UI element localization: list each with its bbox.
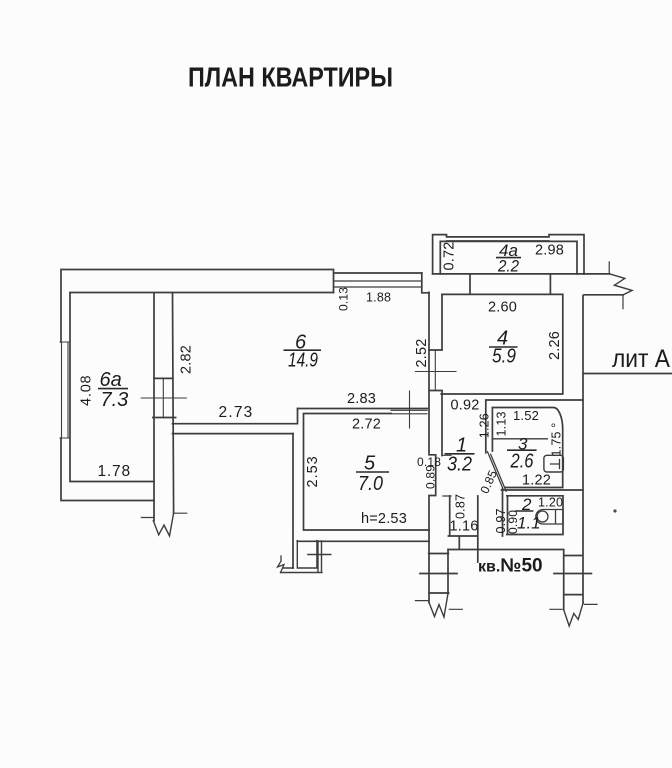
svg-text:1.26: 1.26: [478, 413, 492, 438]
svg-text:2.60: 2.60: [488, 300, 517, 316]
svg-text:1.22: 1.22: [522, 473, 551, 489]
svg-text:3: 3: [518, 435, 528, 454]
svg-text:5: 5: [364, 453, 376, 475]
svg-text:1.52: 1.52: [513, 408, 539, 423]
svg-text:2.72: 2.72: [352, 417, 381, 433]
svg-text:2.52: 2.52: [414, 338, 430, 367]
svg-text:0.72: 0.72: [442, 241, 458, 270]
svg-text:0.18: 0.18: [417, 455, 441, 469]
svg-text:4.08: 4.08: [79, 375, 95, 406]
svg-text:1.13: 1.13: [495, 411, 509, 436]
svg-text:1.16: 1.16: [450, 519, 479, 535]
svg-text:5.9: 5.9: [492, 346, 516, 368]
svg-text:h=2.53: h=2.53: [361, 511, 407, 527]
svg-text:2.53: 2.53: [305, 455, 321, 487]
svg-text:1.1: 1.1: [517, 514, 541, 533]
svg-text:4: 4: [497, 328, 508, 350]
svg-text:0.85: 0.85: [477, 468, 500, 496]
svg-text:2.73: 2.73: [219, 404, 254, 421]
svg-text:0.90: 0.90: [506, 510, 520, 534]
svg-text:0.89: 0.89: [424, 465, 438, 489]
svg-text:7.3: 7.3: [101, 389, 129, 411]
svg-text:1.75 °: 1.75 °: [550, 422, 564, 456]
svg-text:кв.№50: кв.№50: [478, 556, 543, 577]
svg-text:2.82: 2.82: [179, 345, 195, 374]
svg-text:6: 6: [295, 332, 307, 354]
svg-text:3.2: 3.2: [447, 454, 472, 476]
svg-text:1.78: 1.78: [98, 463, 131, 480]
svg-text:2: 2: [521, 495, 532, 514]
svg-text:0.92: 0.92: [451, 398, 480, 414]
svg-text:1: 1: [456, 435, 467, 457]
svg-text:2.26: 2.26: [547, 331, 563, 360]
svg-text:2.2: 2.2: [497, 257, 519, 276]
svg-text:7.0: 7.0: [358, 473, 383, 495]
svg-text:0.87: 0.87: [454, 494, 468, 519]
svg-text:2.98: 2.98: [535, 243, 564, 259]
svg-text:1.88: 1.88: [366, 291, 391, 305]
svg-text:лит А: лит А: [612, 345, 670, 373]
svg-text:6а: 6а: [100, 369, 122, 391]
svg-text:4а: 4а: [499, 241, 518, 260]
svg-text:2.6: 2.6: [510, 451, 535, 473]
svg-text:ПЛАН КВАРТИРЫ: ПЛАН КВАРТИРЫ: [188, 62, 393, 93]
svg-text:0.13: 0.13: [337, 287, 351, 311]
svg-text:1.20: 1.20: [538, 496, 563, 510]
svg-text:14.9: 14.9: [288, 350, 318, 372]
svg-text:2.83: 2.83: [347, 391, 376, 407]
svg-text:0.97: 0.97: [494, 508, 508, 533]
